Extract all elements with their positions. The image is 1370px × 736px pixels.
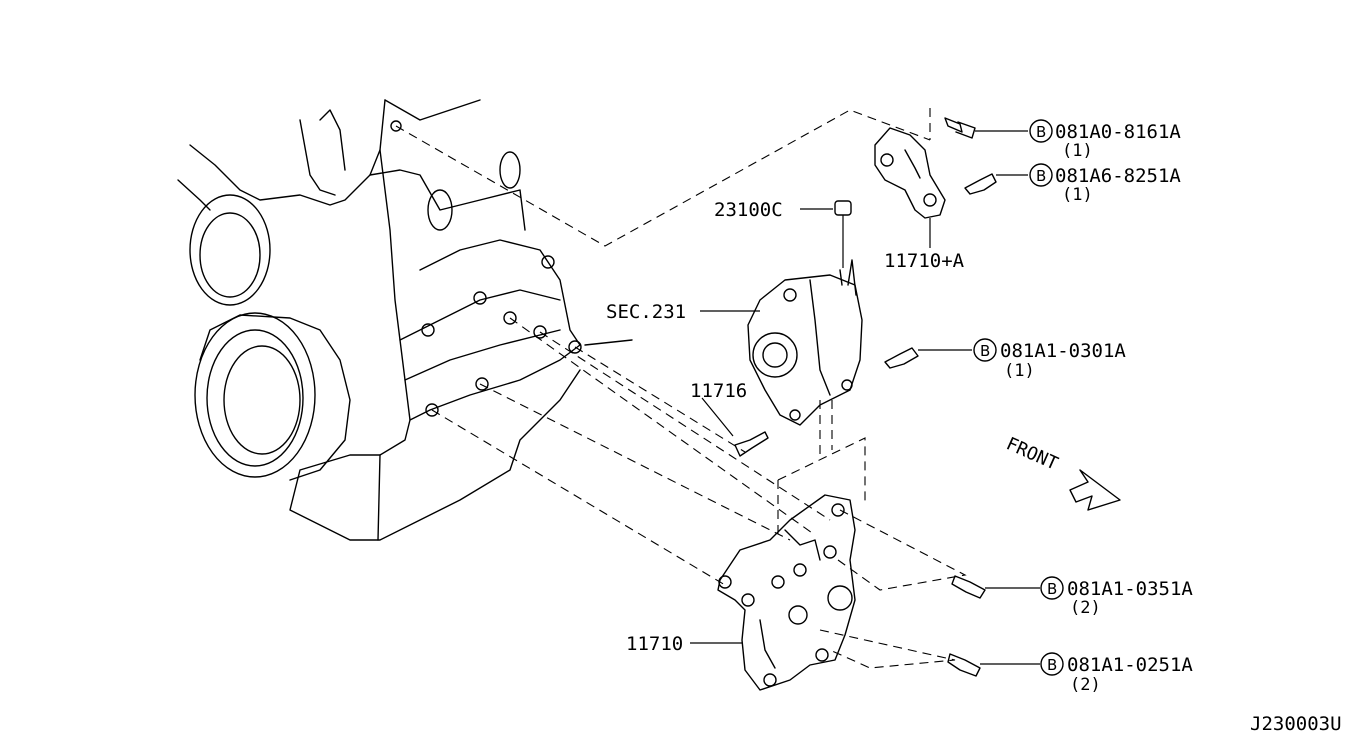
part-label-11716: 11716 — [690, 380, 747, 402]
engine-block-drawing — [177, 99, 633, 541]
bolt-callout-2: B 081A6-8251A (1) — [1029, 163, 1181, 205]
bolt-drawings — [734, 117, 997, 677]
phantom-lines — [395, 108, 967, 669]
alternator-drawing — [747, 200, 863, 426]
bolt-marker-5: B — [1047, 656, 1057, 674]
bolt-code-2: 081A6-8251A — [1055, 165, 1181, 187]
bolt-code-3: 081A1-0301A — [1000, 340, 1126, 362]
bolt-qty-1: (1) — [1062, 141, 1093, 161]
leader-lines — [690, 130, 1040, 665]
bolt-qty-3: (1) — [1004, 361, 1035, 381]
bolt-marker-2: B — [1036, 167, 1046, 185]
bolt-qty-5: (2) — [1070, 675, 1101, 695]
front-arrow — [1069, 469, 1121, 511]
bolt-marker-1: B — [1036, 123, 1046, 141]
bolt-callout-4: B 081A1-0351A (2) — [1040, 576, 1193, 618]
bracket-11710a-drawing — [874, 127, 946, 219]
front-label: FRONT — [1003, 433, 1061, 474]
bolt-qty-2: (1) — [1062, 185, 1093, 205]
bolt-callout-1: B 081A0-8161A (1) — [1029, 119, 1181, 161]
bolt-marker-4: B — [1047, 580, 1057, 598]
bolt-marker-3: B — [980, 342, 990, 360]
bracket-11710-drawing — [717, 494, 856, 691]
bolt-code-4: 081A1-0351A — [1067, 578, 1193, 600]
part-label-23100c: 23100C — [714, 199, 783, 221]
part-label-sec-231: SEC.231 — [606, 301, 686, 323]
bolt-code-1: 081A0-8161A — [1055, 121, 1181, 143]
bolt-qty-4: (2) — [1070, 598, 1101, 618]
part-label-11710a: 11710+A — [884, 250, 965, 272]
part-label-11710: 11710 — [626, 633, 683, 655]
diagram-code: J230003U — [1250, 713, 1342, 735]
bolt-callout-5: B 081A1-0251A (2) — [1040, 652, 1193, 695]
bolt-code-5: 081A1-0251A — [1067, 654, 1193, 676]
bolt-callout-3: B 081A1-0301A (1) — [973, 338, 1126, 381]
